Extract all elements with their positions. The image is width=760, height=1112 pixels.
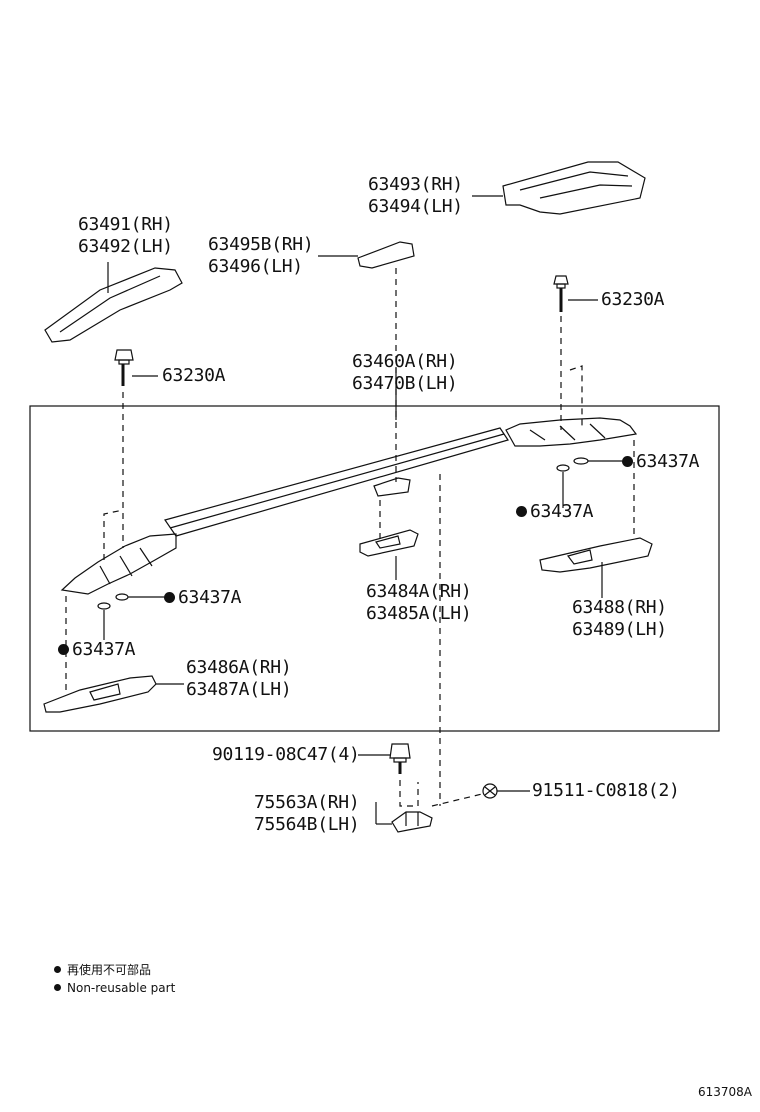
label-63484-lh: 63485A(LH) bbox=[366, 603, 472, 624]
label-63437-r2-text: 63437A bbox=[530, 501, 594, 522]
label-63437-l2: 63437A bbox=[58, 639, 136, 661]
washer-right-1 bbox=[556, 464, 570, 472]
dash-clip bbox=[431, 793, 483, 807]
label-63460-rh: 63460A(RH) bbox=[352, 351, 458, 372]
bracket-75563-part bbox=[391, 811, 433, 833]
center-pad-hole bbox=[375, 535, 401, 549]
dash-bolt-right-2 bbox=[569, 365, 583, 430]
washer-right-2 bbox=[573, 457, 589, 465]
label-63460-lh: 63470B(LH) bbox=[352, 373, 458, 394]
label-63495-lh: 63496(LH) bbox=[208, 256, 303, 277]
label-63488-rh: 63488(RH) bbox=[572, 597, 667, 618]
bolt-90119-head bbox=[389, 743, 411, 759]
label-63491-rh: 63491(RH) bbox=[78, 214, 173, 235]
legend-dot-icon bbox=[54, 984, 61, 991]
label-63486-rh: 63486A(RH) bbox=[186, 657, 292, 678]
label-63437-l2-text: 63437A bbox=[72, 639, 136, 660]
roof-rail-centerline bbox=[169, 433, 505, 529]
label-63437-r1: 63437A bbox=[622, 451, 700, 473]
legend-en-text: Non-reusable part bbox=[67, 981, 176, 995]
end-cover-lh-detail bbox=[59, 275, 161, 333]
label-63230-left: 63230A bbox=[162, 365, 226, 386]
bolt-left-head bbox=[114, 349, 134, 361]
legend-zh: 再使用不可部品 bbox=[54, 962, 151, 978]
assembly-box bbox=[29, 405, 720, 732]
clip-91511-detail bbox=[484, 786, 496, 796]
bolt-right-head bbox=[553, 275, 569, 285]
washer-left-1 bbox=[115, 593, 129, 601]
non-reusable-dot-icon bbox=[622, 456, 633, 467]
end-cover-rh-detail bbox=[519, 171, 629, 191]
label-63230-right: 63230A bbox=[601, 289, 665, 310]
washer-left-2 bbox=[97, 602, 111, 610]
roof-rail-left-base bbox=[60, 533, 177, 595]
non-reusable-dot-icon bbox=[516, 506, 527, 517]
rail-center-clip bbox=[373, 477, 411, 497]
label-75563-lh: 75564B(LH) bbox=[254, 814, 360, 835]
label-63486: 63486A(RH) 63487A(LH) bbox=[186, 657, 292, 701]
label-63493-lh: 63494(LH) bbox=[368, 196, 463, 217]
legend-dot-icon bbox=[54, 966, 61, 973]
label-75563-rh: 75563A(RH) bbox=[254, 792, 360, 813]
label-63495-rh: 63495B(RH) bbox=[208, 234, 314, 255]
roof-rail-left-ribs bbox=[99, 547, 153, 585]
bolt-90119-collar bbox=[393, 757, 407, 763]
label-63484: 63484A(RH) 63485A(LH) bbox=[366, 581, 472, 625]
label-75563: 75563A(RH) 75564B(LH) bbox=[254, 792, 360, 836]
label-63493-rh: 63493(RH) bbox=[368, 174, 463, 195]
dash-bolt-left-2 bbox=[103, 509, 124, 560]
end-cover-rh-detail-2 bbox=[539, 184, 633, 199]
label-63493: 63493(RH) 63494(LH) bbox=[368, 174, 463, 218]
label-63491: 63491(RH) 63492(LH) bbox=[78, 214, 173, 258]
label-63484-rh: 63484A(RH) bbox=[366, 581, 472, 602]
label-63460: 63460A(RH) 63470B(LH) bbox=[352, 351, 458, 395]
end-cover-rh-part bbox=[502, 161, 646, 215]
label-63486-lh: 63487A(LH) bbox=[186, 679, 292, 700]
label-63488: 63488(RH) 63489(LH) bbox=[572, 597, 667, 641]
end-pad-lh-part bbox=[43, 675, 157, 713]
diagram-code: 613708A bbox=[697, 1085, 752, 1099]
label-90119: 90119-08C47(4) bbox=[212, 744, 360, 765]
end-pad-rh-hole bbox=[566, 549, 593, 565]
dash-bolt-90119 bbox=[399, 780, 419, 807]
non-reusable-dot-icon bbox=[58, 644, 69, 655]
label-63491-lh: 63492(LH) bbox=[78, 236, 173, 257]
end-pad-rh-part bbox=[539, 537, 653, 573]
label-91511: 91511-C0818(2) bbox=[532, 780, 680, 801]
legend-zh-text: 再使用不可部品 bbox=[67, 963, 152, 977]
center-cover-part bbox=[357, 241, 415, 269]
end-pad-lh-hole bbox=[89, 683, 121, 701]
non-reusable-dot-icon bbox=[164, 592, 175, 603]
label-63488-lh: 63489(LH) bbox=[572, 619, 667, 640]
end-cover-lh-part bbox=[44, 267, 183, 343]
legend-en: Non-reusable part bbox=[54, 980, 175, 996]
label-63437-l1: 63437A bbox=[164, 587, 242, 609]
label-63437-l1-text: 63437A bbox=[178, 587, 242, 608]
center-pad-part bbox=[359, 529, 419, 557]
roof-rail-right-ribs bbox=[529, 423, 606, 441]
label-63495: 63495B(RH) 63496(LH) bbox=[208, 234, 314, 278]
roof-rail-bar bbox=[164, 427, 509, 537]
label-63437-r2: 63437A bbox=[516, 501, 594, 523]
bracket-75563-detail bbox=[405, 812, 419, 826]
label-63437-r1-text: 63437A bbox=[636, 451, 700, 472]
roof-rail-right-base bbox=[505, 417, 638, 447]
